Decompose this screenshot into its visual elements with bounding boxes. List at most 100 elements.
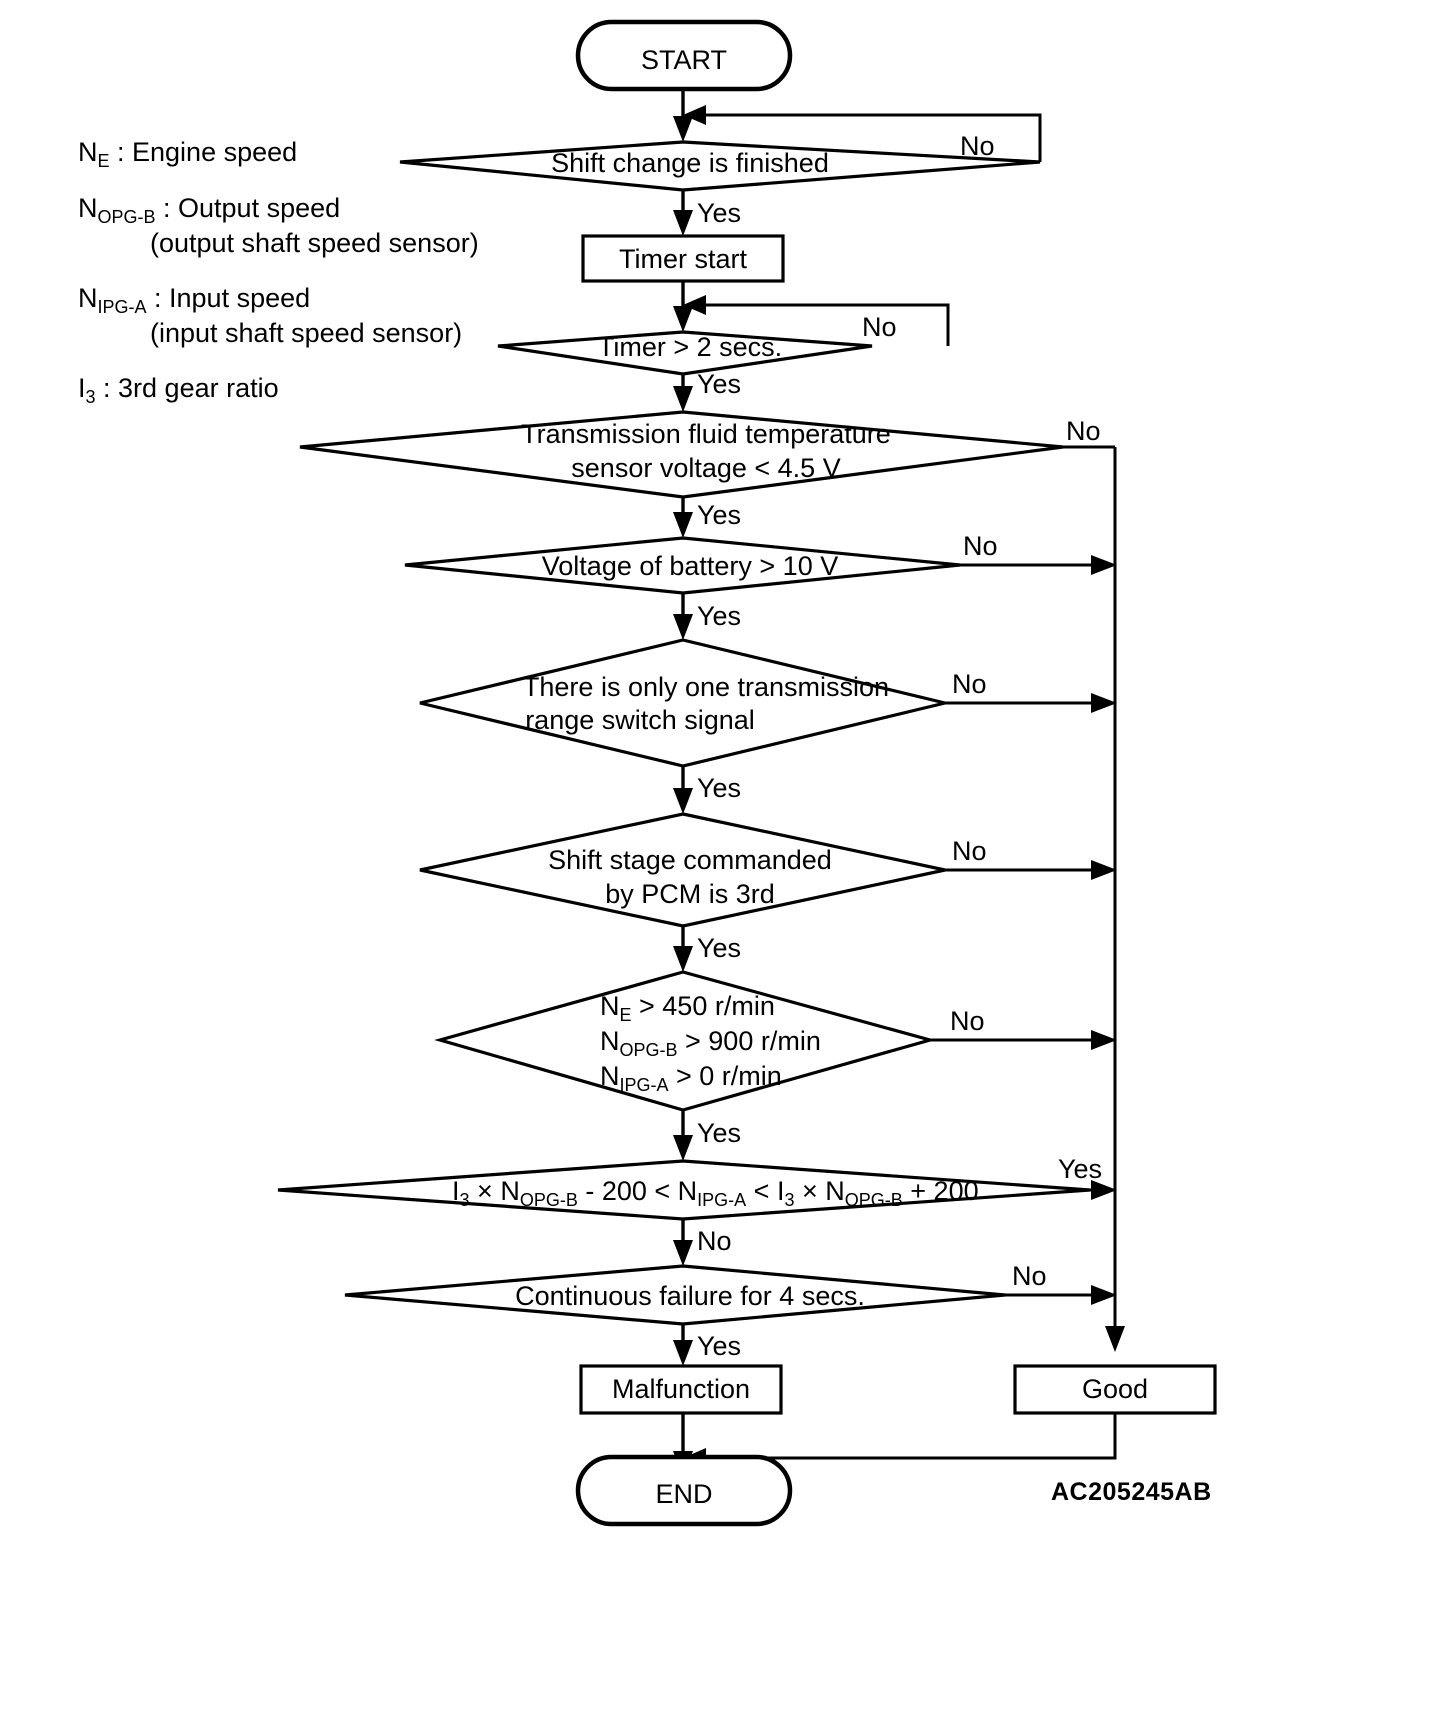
ratio-symbol: N [500,1176,520,1206]
arrowhead-shift [673,116,693,142]
legend-item-nipga: NIPG-A : Input speed (input shaft speed … [78,283,462,348]
branch-label-yes: Yes [697,369,741,399]
node-pcm-3rd-line1: Shift stage commanded [548,845,832,875]
node-end-label: END [655,1479,712,1509]
legend-continuation: (output shaft speed sensor) [150,228,479,258]
node-good-label: Good [1082,1374,1148,1404]
arrowhead-rangeswitch [673,614,693,640]
speed-subscript: IPG-A [620,1075,669,1095]
node-malfunction: Malfunction [579,1364,783,1415]
node-fluid-temp-line2: sensor voltage < 4.5 V [571,453,840,483]
node-range-switch-line1: There is only one transmission [523,672,889,702]
svg-text:NOPG-B : Output speed: NOPG-B : Output speed [78,193,340,227]
arrowhead-timer2s [673,306,693,332]
node-timer-start: Timer start [581,234,785,283]
node-malfunction-label: Malfunction [612,1374,750,1404]
node-range-switch-line2: range switch signal [525,705,755,735]
arrowhead-battery-no [1091,555,1117,575]
node-good: Good [1013,1364,1217,1415]
speed-symbol: N [600,991,620,1021]
legend-subscript: IPG-A [98,297,147,317]
branch-label-yes: Yes [697,773,741,803]
branch-label-no: No [960,131,995,161]
node-speeds-line1: NE > 450 r/min [600,991,775,1025]
legend-item-nopgb: NOPG-B : Output speed (output shaft spee… [78,193,479,258]
edge-good-to-end [697,1413,1117,1460]
node-ratio: I3 × NOPG-B - 200 < NIPG-A < I3 × NOPG-B… [277,1159,1091,1221]
ratio-subscript: 3 [784,1190,794,1210]
arrowhead-continuous-no [1091,1285,1117,1305]
edge-shift-no-loop [697,113,1042,162]
legend-subscript: OPG-B [98,207,156,227]
arrowhead-shift-loop [683,105,706,125]
ratio-symbol: I [777,1176,785,1206]
node-start: START [575,19,793,92]
arrowhead-speeds-no [1091,1030,1117,1050]
node-continuous: Continuous failure for 4 secs. [344,1264,1006,1326]
branch-label-no: No [697,1226,732,1256]
node-speeds: NE > 450 r/min NOPG-B > 900 r/min NIPG-A… [434,970,936,1112]
arrowhead-rangeswitch-no [1091,693,1117,713]
node-pcm-3rd: Shift stage commanded by PCM is 3rd [419,812,946,928]
branch-label-no: No [1012,1261,1047,1291]
node-continuous-label: Continuous failure for 4 secs. [515,1281,865,1311]
ratio-subscript: OPG-B [520,1190,578,1210]
ratio-symbol: N [678,1176,698,1206]
legend-item-ne: NE : Engine speed [78,137,297,171]
node-start-label: START [641,45,727,75]
arrowhead-good [1105,1326,1125,1352]
legend-symbol: I [78,373,86,403]
arrowhead-timer-start [673,210,693,236]
speed-symbol: N [600,1061,620,1091]
branch-label-yes: Yes [697,933,741,963]
arrowhead-battery [673,512,693,538]
speed-subscript: E [620,1005,632,1025]
node-timer-2s-label: Timer > 2 secs. [598,332,782,362]
speed-subscript: OPG-B [620,1040,678,1060]
node-fluid-temp: Transmission fluid temperature sensor vo… [299,410,1064,499]
legend-text: : Engine speed [110,137,298,167]
speed-rest: > 450 r/min [632,991,775,1021]
node-timer-start-label: Timer start [619,244,747,274]
node-timer-2s: Timer > 2 secs. [497,330,873,376]
arrowhead-speeds [673,946,693,972]
node-ratio-label: I3 × NOPG-B - 200 < NIPG-A < I3 × NOPG-B… [452,1176,979,1210]
node-speeds-line3: NIPG-A > 0 r/min [600,1061,782,1095]
branch-label-yes: Yes [697,500,741,530]
arrowhead-malfunction [673,1340,693,1366]
node-fluid-temp-line1: Transmission fluid temperature [521,419,891,449]
arrowhead-pcm [673,788,693,814]
ratio-subscript: IPG-A [697,1190,746,1210]
branch-label-no: No [950,1006,985,1036]
branch-label-no: No [952,836,987,866]
arrowhead-timer2s-loop [683,295,706,315]
legend-text: : 3rd gear ratio [96,373,279,403]
ratio-subscript: 3 [460,1190,470,1210]
arrowhead-pcm-no [1091,860,1117,880]
arrowhead-ratio [673,1135,693,1161]
ratio-rest: × [470,1176,501,1206]
node-pcm-3rd-line2: by PCM is 3rd [605,879,775,909]
arrowhead-ratio-yes [1091,1180,1117,1200]
node-shift-change-label: Shift change is finished [551,148,829,178]
node-end: END [575,1454,793,1527]
node-battery-label: Voltage of battery > 10 V [542,551,838,581]
ratio-symbol: N [825,1176,845,1206]
arrowhead-continuous [673,1240,693,1266]
legend-symbol: N [78,137,98,167]
svg-text:NIPG-A : Input speed: NIPG-A : Input speed [78,283,310,317]
branch-label-no: No [862,312,897,342]
node-speeds-line2: NOPG-B > 900 r/min [600,1026,821,1060]
branch-label-yes: Yes [1058,1154,1102,1184]
ratio-subscript: OPG-B [845,1190,903,1210]
ratio-symbol: I [452,1176,460,1206]
ratio-rest: < [746,1176,777,1206]
legend-subscript: 3 [86,387,96,407]
edge-timer2s-no-loop [697,303,950,346]
node-shift-change: Shift change is finished [399,140,1041,192]
arrowhead-fluidtemp [673,386,693,412]
legend-subscript: E [98,151,110,171]
branch-label-yes: Yes [697,1118,741,1148]
branch-label-no: No [963,531,998,561]
legend-symbol: N [78,283,98,313]
